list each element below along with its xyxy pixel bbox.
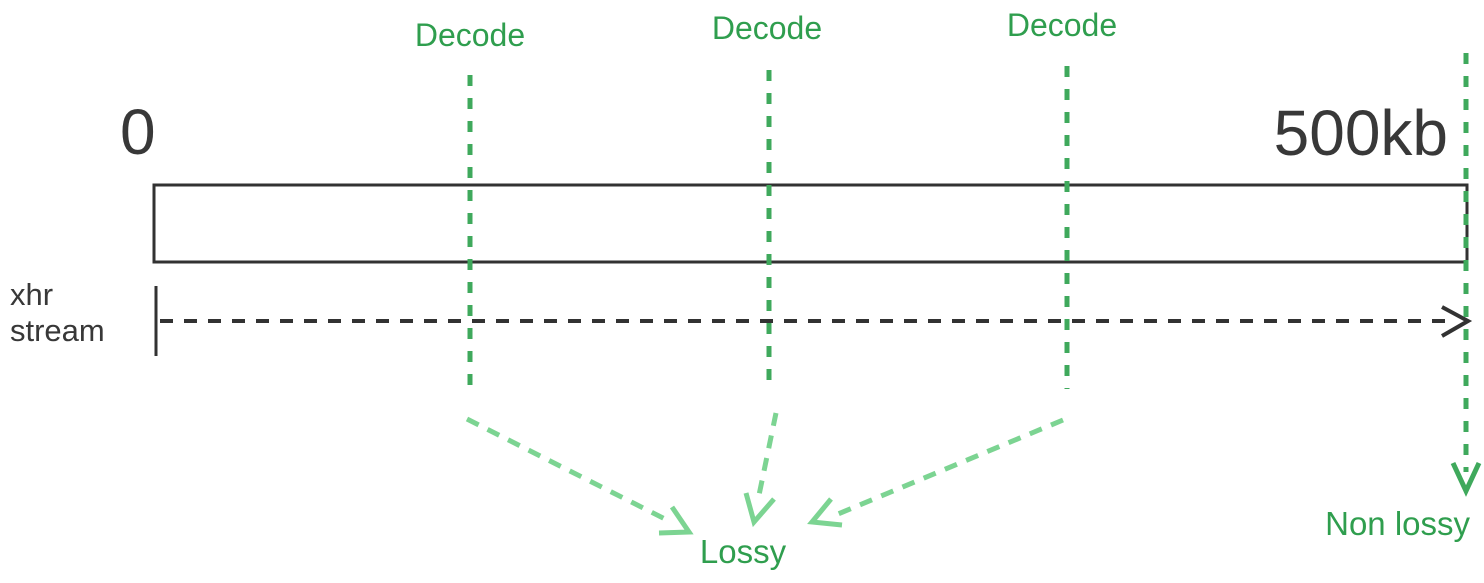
lossy-arrow-2 bbox=[743, 412, 779, 528]
xhr-stream-arrowhead-icon bbox=[1441, 305, 1473, 338]
non-lossy-arrow bbox=[1450, 53, 1482, 497]
decode-label-2: Decode bbox=[711, 10, 823, 46]
decode-label-3: Decode bbox=[1006, 7, 1118, 43]
non-lossy-label: Non lossy bbox=[1325, 505, 1470, 542]
lossy-arrow-1-line bbox=[465, 416, 667, 522]
axis-start-label: 0 bbox=[120, 96, 156, 168]
lossy-arrow-3-line bbox=[837, 417, 1064, 517]
axis-end-label: 500kb bbox=[1273, 97, 1448, 169]
lossy-arrow-2-line bbox=[755, 412, 779, 501]
non-lossy-arrowhead-icon bbox=[1450, 461, 1482, 497]
xhr-stream-label-line1: xhr bbox=[10, 277, 54, 312]
lossy-arrow-1 bbox=[465, 416, 694, 536]
byte-range-rect bbox=[152, 183, 1469, 264]
lossy-arrow-1-head-icon bbox=[658, 505, 694, 536]
xhr-stream-arrow bbox=[160, 305, 1473, 338]
xhr-stream-label: xhr stream bbox=[10, 277, 105, 349]
lossy-label: Lossy bbox=[699, 533, 787, 570]
lossy-arrow-3-head-icon bbox=[807, 497, 843, 528]
lossy-arrow-2-head-icon bbox=[743, 492, 776, 528]
decode-label-1: Decode bbox=[414, 17, 526, 53]
lossy-arrow-3 bbox=[807, 417, 1064, 528]
xhr-stream-label-line2: stream bbox=[10, 313, 105, 348]
